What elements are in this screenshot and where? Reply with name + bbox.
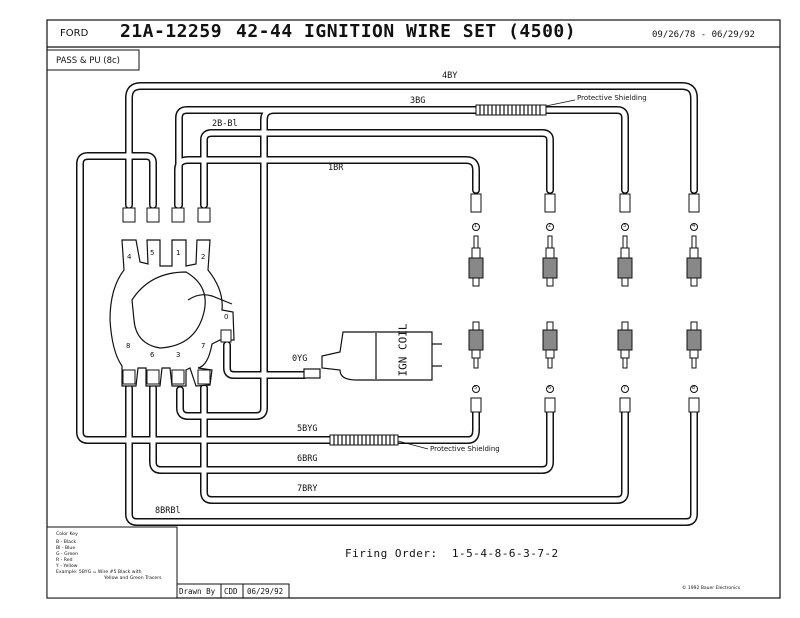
shielding-sleeve-top [475,99,576,116]
dist-num-1: 1 [176,249,181,257]
spark-plugs-top [468,193,702,287]
dist-num-8: 8 [126,342,131,350]
page-title: 42-44 IGNITION WIRE SET (4500) [236,21,577,42]
drawn-by-label: Drawn By [179,587,216,596]
plug-num-2: 2 [548,223,552,229]
drawn-by-box [176,583,290,599]
wire-label-8: 8BRBl [155,506,181,516]
color-key-title: Color Key [56,532,78,537]
drawn-by-date: 06/29/92 [247,587,284,596]
wire-label-1: 1BR [328,163,344,173]
color-key-line: G - Green [56,552,79,557]
plug-num-1: 1 [474,223,478,229]
dist-num-7: 7 [201,342,206,350]
distributor-cap [109,239,235,387]
plug-num-4: 4 [692,223,696,229]
wire-label-4: 4BY [442,71,458,81]
date-range: 09/26/78 - 06/29/92 [652,30,755,40]
dist-num-coil: 0 [224,313,229,321]
wire-label-7: 7BRY [297,484,318,494]
wire-cables [76,82,698,526]
firing-order-value: 1-5-4-8-6-3-7-2 [451,547,559,560]
dist-num-2: 2 [201,253,206,261]
plug-num-8: 8 [692,385,696,391]
application-box [46,49,140,71]
coil-text: IGN COIL [396,323,410,377]
dist-num-5: 5 [150,249,155,257]
plug-num-6: 6 [548,385,552,391]
color-key-line: B - Black [56,540,77,545]
plug-num-5: 5 [474,385,478,391]
wire-label-coil: 0YG [292,354,308,364]
sheet-border [46,19,781,599]
dist-num-6: 6 [150,351,155,359]
application-label: PASS & PU (8c) [56,56,120,66]
firing-order-label: Firing Order: [345,547,438,560]
wire-label-5: 5BYG [297,424,318,434]
color-key-example: Example: 5BYG = Wire #5 Black with [56,570,142,575]
wire-label-3: 3BG [410,96,426,106]
wire-label-6: 6BRG [297,454,318,464]
spark-plugs-bottom [468,321,702,413]
ignition-coil [303,331,442,381]
dist-num-3: 3 [176,351,181,359]
wire-label-2: 2B-Bl [212,119,238,129]
make-label: FORD [60,28,89,39]
plug-num-3: 3 [623,223,627,229]
shielding-label-top: Protective Shielding [577,94,647,102]
drawn-by-initials: CDD [224,587,238,596]
plug-num-7: 7 [623,385,627,391]
color-key-box [46,526,178,599]
shielding-sleeve-bottom [329,434,429,450]
shielding-label-bottom: Protective Shielding [430,445,500,453]
distributor-connectors [122,207,232,385]
part-number: 21A-12259 [120,21,223,42]
color-key-line: R - Red [56,558,73,563]
color-key-example-cont: Yellow and Green Tracers [104,576,162,581]
copyright: © 1992 Bauer Electronics [682,586,741,591]
firing-order: Firing Order: 1-5-4-8-6-3-7-2 [345,548,559,559]
dist-num-4: 4 [127,253,132,261]
color-key-line: Y - Yellow [56,564,78,569]
color-key-line: Bl - Blue [56,546,76,551]
